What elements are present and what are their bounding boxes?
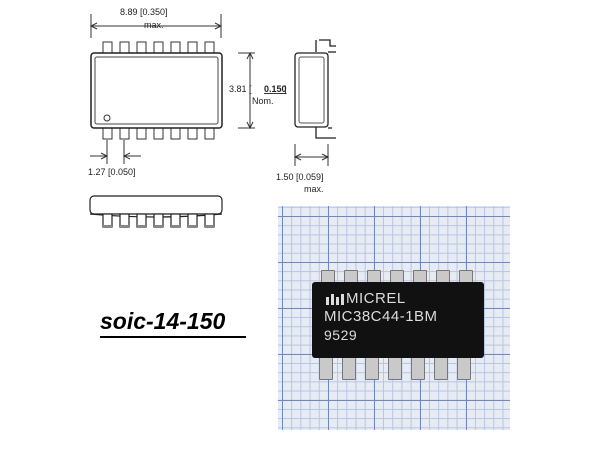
package-name-underline (100, 336, 246, 338)
side-height-dimension (293, 144, 330, 166)
height-label-suffix: ] (284, 84, 287, 94)
chip-lead (342, 356, 356, 380)
bottom-pins (102, 126, 215, 140)
chip-lead (457, 356, 471, 380)
height-label-prefix: 3.81 [ (229, 84, 252, 94)
pin1-marker-icon (103, 114, 111, 122)
chip-lead (319, 356, 333, 380)
chip-lead (365, 356, 379, 380)
chip-part-number: MIC38C44-1BM (324, 308, 438, 325)
micrel-logo-icon (326, 293, 344, 305)
chip-date-code: 9529 (324, 327, 358, 343)
side-height-label: 1.50 [0.059] (276, 172, 324, 182)
chip-lead (411, 356, 425, 380)
width-label: 8.89 [0.350] (120, 7, 168, 17)
width-dimension (89, 14, 223, 38)
pitch-label: 1.27 [0.050] (88, 167, 136, 177)
width-note: max. (144, 20, 164, 30)
chip-lead (388, 356, 402, 380)
chip-brand: MICREL (346, 290, 406, 307)
height-note: Nom. (252, 96, 274, 106)
height-label-value: 0.150 (264, 84, 287, 94)
chip-body: MICREL MIC38C44-1BM 9529 (312, 282, 484, 358)
chip-lead (434, 356, 448, 380)
pitch-dimension (90, 140, 141, 164)
side-height-note: max. (304, 184, 324, 194)
front-view-package (89, 195, 223, 228)
chip-photo: MICREL MIC38C44-1BM 9529 (278, 206, 510, 430)
height-dimension (238, 51, 255, 130)
package-name-label: soic-14-150 (100, 308, 226, 334)
top-view-package (90, 41, 223, 140)
side-view-package (294, 39, 336, 139)
top-pins (102, 41, 215, 55)
